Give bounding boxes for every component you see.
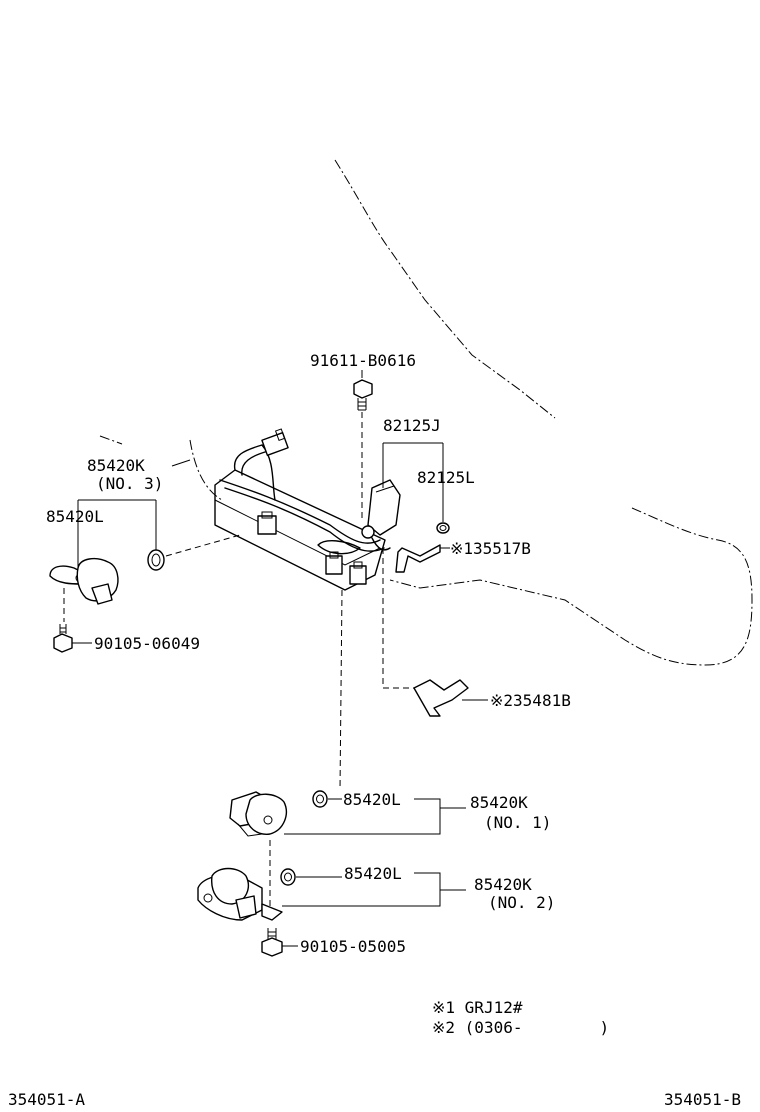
label-solenoid-no3-k: 85420K [87,456,145,475]
solenoid-no2 [197,867,283,921]
bracket-35517b [395,544,441,573]
o-ring-no2 [280,868,296,886]
label-harness-j: 82125J [383,416,441,435]
harness-connector-left [257,511,277,535]
o-ring-no1 [312,790,328,808]
label-solenoid-no3-l: 85420L [46,507,104,526]
transmission-case-outline [99,159,753,666]
footer-code-right: 354051-B [664,1090,741,1109]
label-bolt-top: 91611-B0616 [310,351,416,370]
footer-code-left: 354051-A [8,1090,85,1109]
label-bolt-left: 90105-06049 [94,634,200,653]
wire-harness [219,444,385,555]
leader-lines-top [72,370,488,701]
sensor-82125j [361,479,401,551]
bolt-top [353,379,373,520]
note-2: ※2 (0306- ) [432,1018,609,1037]
label-solenoid-no2-k: 85420K [474,875,532,894]
harness-connector-right [349,561,367,585]
label-solenoid-no1-l: 85420L [343,790,401,809]
note-1: ※1 GRJ12# [432,998,523,1017]
label-bracket-1: ※135517B [450,539,531,558]
bolt-left [53,588,73,653]
bracket-35481b [413,679,469,717]
label-solenoid-no3-no: (NO. 3) [96,474,163,493]
label-bolt-bottom: 90105-05005 [300,937,406,956]
label-solenoid-no1-k: 85420K [470,793,528,812]
solenoid-no1 [229,791,288,837]
o-ring-no3 [147,549,165,571]
label-bracket-2: ※235481B [490,691,571,710]
label-harness-l: 82125L [417,468,475,487]
label-solenoid-no2-no: (NO. 2) [488,893,555,912]
solenoid-no3 [49,557,119,605]
harness-connector-top [261,428,289,456]
harness-connector-mid [325,551,343,575]
bolt-bottom [261,928,298,957]
label-solenoid-no2-l: 85420L [344,864,402,883]
dashed-guides [269,548,414,920]
label-solenoid-no1-no: (NO. 1) [484,813,551,832]
dash-no3-oring [165,534,241,557]
o-ring-82125l [436,522,450,534]
leader-lines-bottom [282,798,466,907]
